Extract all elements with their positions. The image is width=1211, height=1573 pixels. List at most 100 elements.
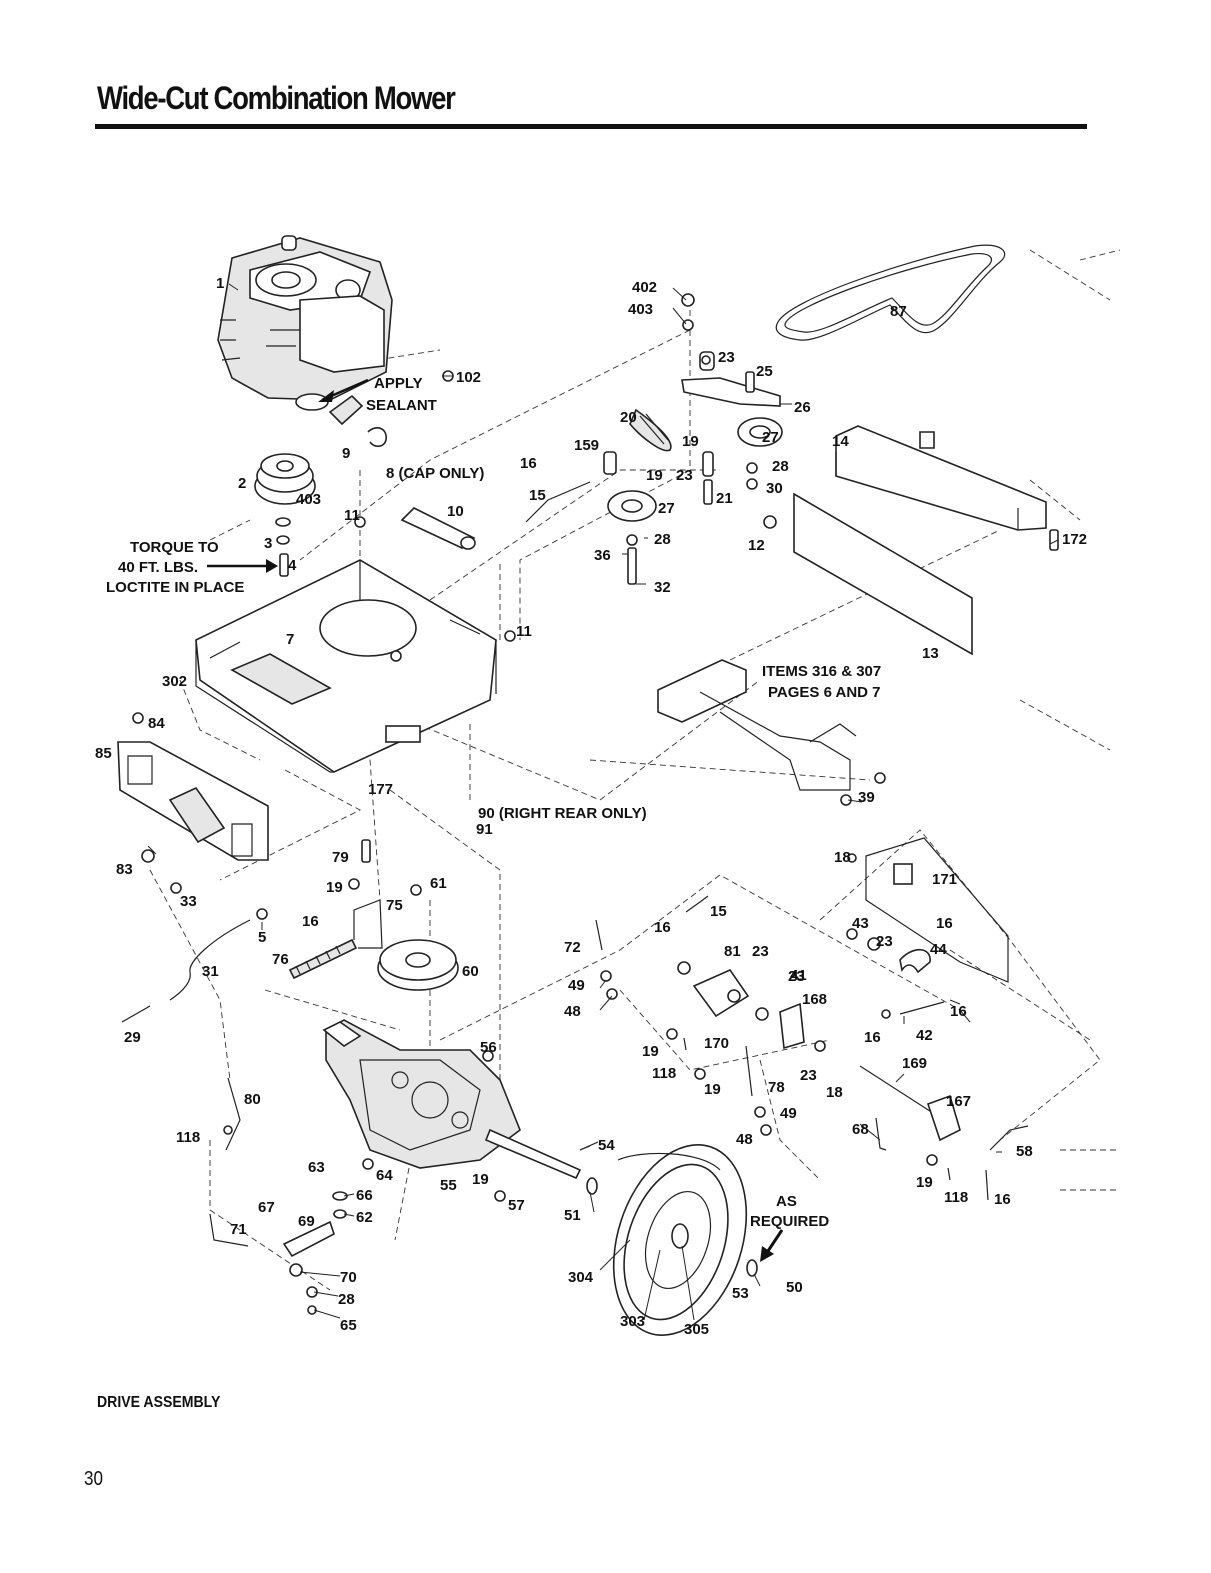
callout-label: 11 [516,623,532,640]
callout-label: 15 [710,903,727,920]
page-number: 30 [84,1468,103,1490]
wheel [586,1144,758,1336]
callout-label: 57 [508,1197,525,1214]
diagram-caption: DRIVE ASSEMBLY [97,1394,221,1411]
callout-label: 403 [296,491,321,508]
callout-label: 28 [338,1291,355,1308]
callout-label: 19 [682,433,699,450]
callout-label: 16 [864,1029,881,1046]
callout-label: 66 [356,1187,373,1204]
callout-label: 78 [768,1079,785,1096]
frame [195,559,516,773]
callout-label: 41 [790,967,807,984]
callout-label: 23 [876,933,893,950]
callout-label: 56 [480,1039,497,1056]
callout-label: 50 [786,1279,803,1296]
callout-label: 19 [642,1043,659,1060]
callout-label: 15 [529,487,546,504]
callout-label: 305 [684,1321,709,1338]
note-torque-2: 40 FT. LBS. [118,559,198,576]
assembly-guide-lines [149,249,1121,1291]
right-bracket [846,837,1009,983]
callout-label: 31 [202,963,219,980]
callout-label: 80 [244,1091,261,1108]
callout-label: 12 [748,537,765,554]
callout-label: 118 [944,1189,968,1206]
callout-label: 159 [574,437,599,454]
callout-label: 91 [476,821,493,838]
deflector-plates [763,425,1059,656]
callout-label: 65 [340,1317,357,1334]
note-arrows [207,378,784,1262]
callout-label: 53 [732,1285,749,1302]
note-torque-1: TORQUE TO [130,539,219,556]
callout-label: 16 [654,919,671,936]
callout-label: 9 [342,445,350,462]
callout-label: 11 [344,507,360,524]
callout-label: 60 [462,963,479,980]
drive-belt [775,244,1006,341]
callout-label: 18 [826,1084,843,1101]
callout-label: 68 [852,1121,869,1138]
linkage-rods [121,849,335,1315]
callout-label: 23 [788,968,805,985]
callout-label: 30 [766,480,783,497]
callout-label: 21 [716,490,733,507]
callout-label: 4 [288,557,297,574]
callout-label: 72 [564,939,581,956]
callout-label: 13 [922,645,939,662]
callout-label: 19 [916,1174,933,1191]
callout-label: 75 [386,897,403,914]
idler-assembly [525,293,783,585]
callout-label: 102 [456,369,481,386]
callout-label: 84 [148,715,165,732]
front-bracket [117,712,269,861]
callout-label: 27 [658,500,675,517]
callout-label: 67 [258,1199,275,1216]
callout-label: 118 [652,1065,676,1082]
callout-label: 63 [308,1159,325,1176]
callout-label: 168 [802,991,827,1008]
callout-label: 39 [858,789,875,806]
callout-label: 170 [704,1035,729,1052]
note-required: REQUIRED [750,1213,829,1230]
callout-label: 18 [834,849,851,866]
callout-label: 36 [594,547,611,564]
callout-label: 23 [800,1067,817,1084]
callout-label: 87 [890,303,907,320]
callout-label: 55 [440,1177,457,1194]
callout-label: 14 [832,433,849,450]
callout-label: 7 [286,631,294,648]
tube [400,507,476,550]
callout-label: 61 [430,875,447,892]
callout-label: 118 [176,1129,200,1146]
callout-label: 16 [936,915,953,932]
fittings [328,370,454,528]
callout-label: 44 [930,941,947,958]
callout-label: 69 [298,1213,315,1230]
callout-label: 51 [564,1207,581,1224]
leader-lines [147,283,1059,1321]
engine [217,235,393,411]
callout-label: 76 [272,951,289,968]
callout-label: 32 [654,579,671,596]
note-items-ref-1: ITEMS 316 & 307 [762,663,881,680]
brake-linkage [595,895,1029,1201]
callout-label: 302 [162,673,187,690]
callout-label: 16 [302,913,319,930]
callout-label: 33 [180,893,197,910]
callout-label: 19 [326,879,343,896]
callout-label: 42 [916,1027,933,1044]
callout-label: 5 [258,929,266,946]
callout-label: 29 [124,1029,141,1046]
title-rule [95,124,1087,129]
callout-label: 48 [564,1003,581,1020]
note-as: AS [776,1193,797,1210]
callout-label: 172 [1062,531,1087,548]
callout-label: 81 [724,943,741,960]
callout-label: 58 [1016,1143,1033,1160]
note-right-rear: 90 (RIGHT REAR ONLY) [478,805,647,822]
callout-label: 49 [780,1105,797,1122]
diagram-notes: APPLY SEALANT 8 (CAP ONLY) TORQUE TO 40 … [106,375,881,1230]
